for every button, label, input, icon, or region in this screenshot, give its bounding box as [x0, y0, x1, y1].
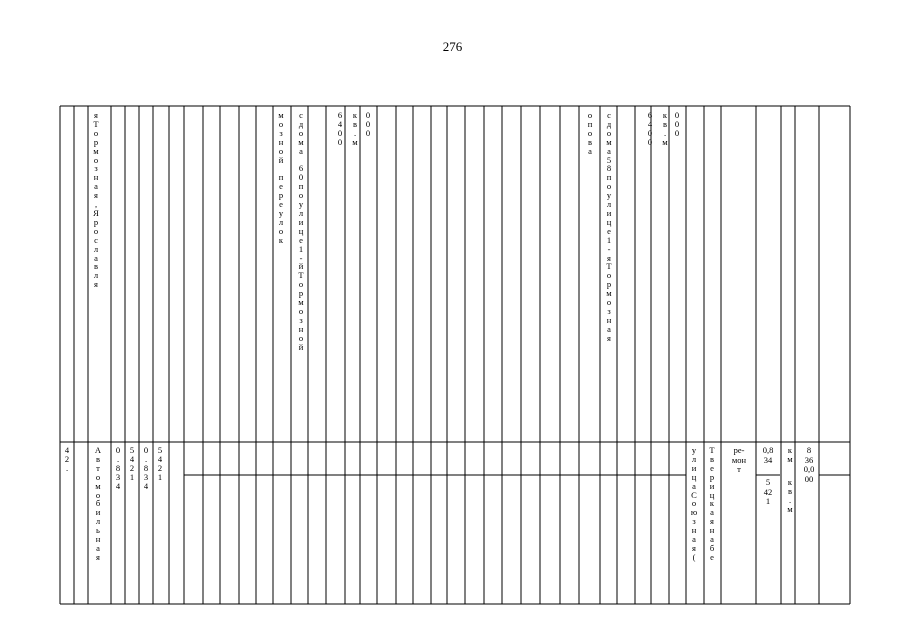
- row1-lane-a: м о з н о й п е р е у л о к: [278, 110, 284, 245]
- row2-street: А в т о м о б и л ь н а я: [94, 445, 102, 562]
- row2-unit-m2: к в . м: [787, 477, 793, 514]
- row1-zero-a: 0 0 0: [365, 110, 371, 138]
- row2-length-c: 0,8 34: [762, 445, 774, 465]
- row1-street-a: я Т о р м о з н а я , Я р о с л а в л я: [93, 110, 99, 290]
- row1-unit-a: к в . м: [352, 110, 358, 147]
- row1-unit-b: к в . м: [662, 110, 668, 147]
- row2-length-a: 0 . 8 3 4: [115, 445, 121, 491]
- row2-from: у л и ц а С о ю з н а я (: [690, 445, 698, 562]
- row1-zero-b: 0 0 0: [674, 110, 680, 138]
- row1-num-a: 6 4 0 0: [337, 110, 343, 147]
- row2-length-b: 0 . 8 3 4: [143, 445, 149, 491]
- row2-area-a: 5 4 2 1: [129, 445, 135, 482]
- row2-index: 4 2 .: [64, 445, 70, 473]
- row1-addr-b: с д о м а 5 8 п о у л и ц е 1 - я Т о р …: [606, 110, 612, 343]
- row2-unit-km: к м: [787, 445, 793, 464]
- row1-addr-b-pre: о п о в а: [587, 110, 593, 156]
- row2-area-b: 5 4 2 1: [157, 445, 163, 482]
- row2-to: Т в е р и ц к а я н а б е: [709, 445, 715, 562]
- row2-area-c: 5 42 1: [763, 477, 773, 506]
- row2-total: 8 36 0,0 00: [803, 445, 815, 484]
- page-number: 276: [442, 39, 463, 54]
- row1-addr-a: с д о м а 6 0 п о у л и ц е 1 - й Т о р …: [298, 110, 304, 352]
- row2-work-type: ре- мон т: [731, 445, 747, 474]
- row1-num-b: 6 4 0 0: [647, 110, 653, 147]
